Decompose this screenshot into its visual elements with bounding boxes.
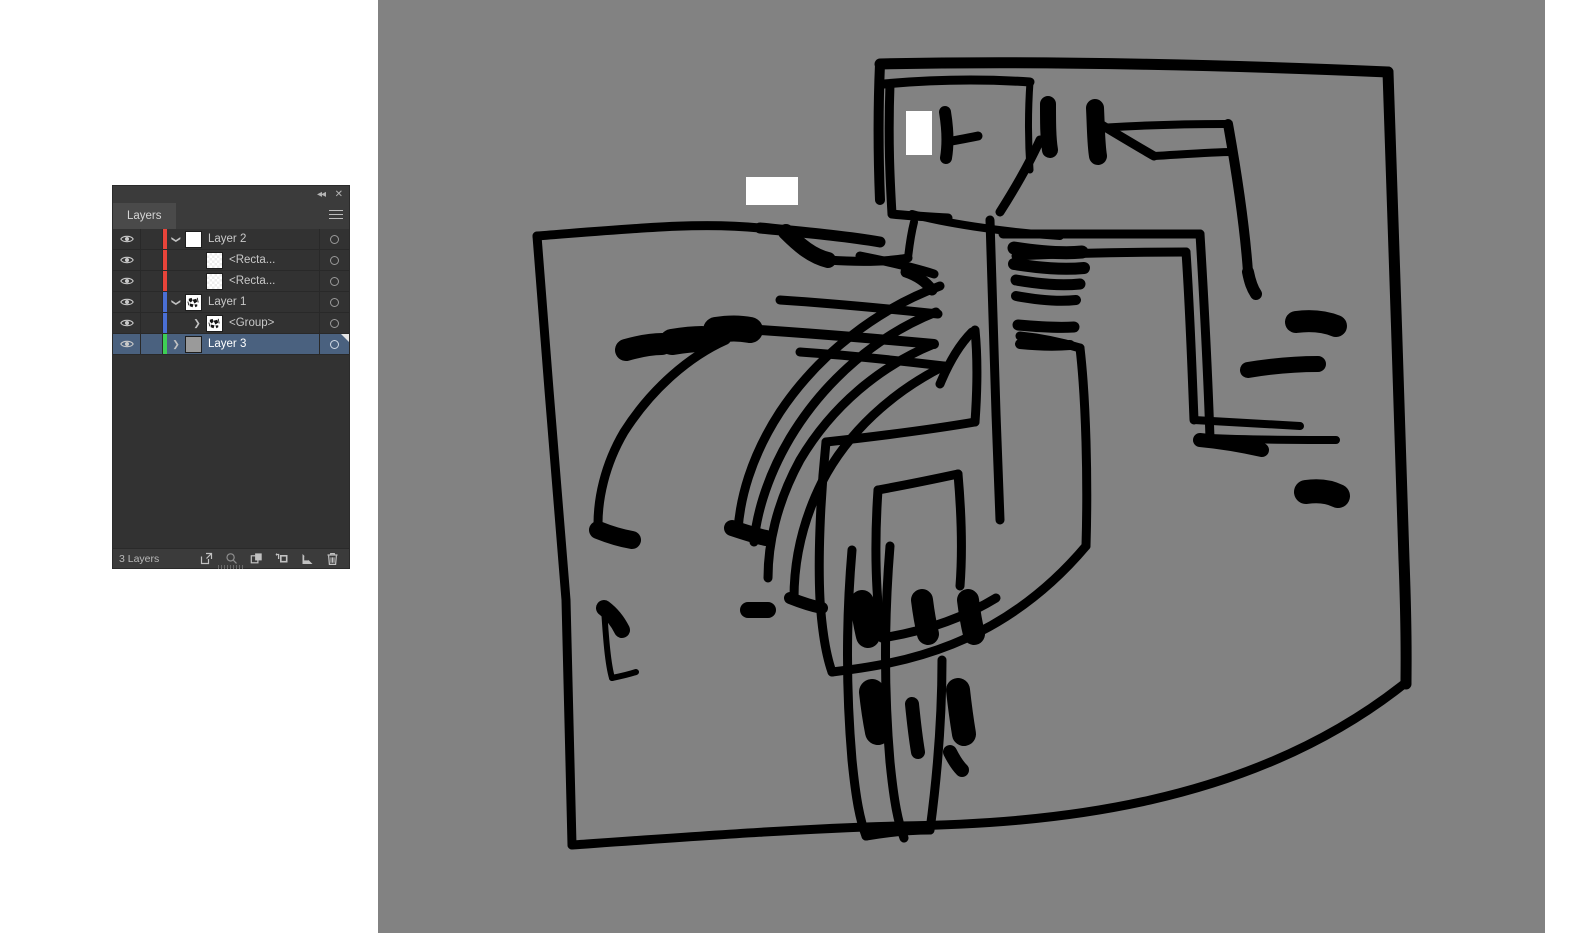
make-clipping-mask-icon[interactable] (250, 552, 263, 565)
visibility-toggle[interactable] (113, 313, 141, 333)
lock-toggle[interactable] (141, 313, 163, 333)
layer-row[interactable]: ❯ Layer 1 (113, 292, 349, 313)
eye-icon (119, 255, 134, 265)
eye-icon (119, 318, 134, 328)
target-circle-icon (330, 297, 339, 307)
tab-layers-label: Layers (127, 210, 162, 222)
panel-resize-grip[interactable] (218, 565, 244, 569)
chevron-right-icon[interactable]: ❯ (172, 338, 180, 349)
layer-thumbnail (185, 335, 202, 353)
layer-name-label[interactable]: <Recta... (229, 275, 276, 287)
artboard-canvas[interactable] (378, 0, 1545, 933)
visibility-toggle[interactable] (113, 334, 141, 354)
panel-tabbar[interactable]: Layers (113, 203, 349, 229)
chevron-right-icon[interactable]: ❯ (193, 317, 201, 328)
visibility-toggle[interactable] (113, 271, 141, 291)
layer-row-content[interactable]: ❯<Recta... (167, 271, 319, 291)
layer-name-label[interactable]: Layer 1 (208, 296, 247, 308)
eye-icon (119, 234, 134, 244)
target-circle-icon (330, 255, 339, 265)
layer-color-swatch (163, 334, 167, 354)
lock-toggle[interactable] (141, 229, 163, 249)
layer-color-swatch (163, 250, 167, 270)
lock-toggle[interactable] (141, 334, 163, 354)
visibility-toggle[interactable] (113, 292, 141, 312)
target-circle-icon (330, 234, 339, 244)
artwork-drawing (532, 57, 1412, 850)
lock-toggle[interactable] (141, 292, 163, 312)
hamburger-menu-icon[interactable] (329, 210, 343, 221)
chevron-down-icon[interactable]: ❯ (171, 235, 182, 243)
layers-panel-footer: 3 Layers (113, 548, 349, 569)
layer-target-indicator[interactable] (319, 229, 349, 249)
target-circle-icon (330, 339, 339, 349)
layer-thumbnail (206, 251, 223, 269)
target-circle-icon (330, 318, 339, 328)
visibility-toggle[interactable] (113, 229, 141, 249)
layer-name-label[interactable]: Layer 2 (208, 233, 247, 245)
layer-row-content[interactable]: ❯<Recta... (167, 250, 319, 270)
selection-corner-indicator (341, 334, 349, 342)
layer-name-label[interactable]: Layer 3 (208, 338, 247, 350)
create-new-sublayer-icon[interactable] (275, 552, 289, 565)
footer-icon-group (200, 552, 349, 566)
eye-icon (119, 297, 134, 307)
layer-count-label: 3 Layers (119, 552, 160, 565)
close-panel-icon[interactable]: ✕ (334, 189, 343, 200)
locate-object-icon[interactable] (200, 552, 213, 565)
layer-color-swatch (163, 229, 167, 249)
layer-row-content[interactable]: ❯ Layer 1 (167, 292, 319, 312)
tab-layers[interactable]: Layers (113, 203, 176, 229)
layer-name-label[interactable]: <Recta... (229, 254, 276, 266)
layers-list[interactable]: ❯Layer 2❯<Recta...❯<Recta...❯Layer 1❯<Gr… (113, 229, 349, 548)
layer-row-content[interactable]: ❯ <Group> (167, 313, 319, 333)
eye-icon (119, 339, 134, 349)
layer-target-indicator[interactable] (319, 271, 349, 291)
layer-target-indicator[interactable] (319, 250, 349, 270)
layer-target-indicator[interactable] (319, 292, 349, 312)
white-rectangle-1 (746, 177, 798, 205)
panel-titlebar[interactable]: ◂◂ ✕ (113, 186, 349, 203)
layer-thumbnail (206, 314, 223, 332)
create-new-layer-icon[interactable] (301, 552, 314, 565)
layer-thumbnail (185, 293, 202, 311)
ink-strokes (532, 57, 1412, 850)
layer-color-swatch (163, 313, 167, 333)
layer-row[interactable]: ❯ <Group> (113, 313, 349, 334)
layer-row[interactable]: ❯ Layer 2 (113, 229, 349, 250)
layer-row-content[interactable]: ❯ Layer 3 (167, 334, 319, 354)
visibility-toggle[interactable] (113, 250, 141, 270)
white-rectangle-2 (906, 111, 932, 155)
lock-toggle[interactable] (141, 250, 163, 270)
layer-row[interactable]: ❯<Recta... (113, 271, 349, 292)
delete-selection-icon[interactable] (326, 552, 339, 566)
target-circle-icon (330, 276, 339, 286)
layer-row-content[interactable]: ❯ Layer 2 (167, 229, 319, 249)
layer-thumbnail (206, 272, 223, 290)
layer-row[interactable]: ❯ Layer 3 (113, 334, 349, 355)
lock-toggle[interactable] (141, 271, 163, 291)
layer-target-indicator[interactable] (319, 313, 349, 333)
layer-row[interactable]: ❯<Recta... (113, 250, 349, 271)
eye-icon (119, 276, 134, 286)
layer-name-label[interactable]: <Group> (229, 317, 275, 329)
layers-panel[interactable]: ◂◂ ✕ Layers ❯Layer 2❯<Recta...❯<Recta...… (112, 185, 350, 569)
chevron-down-icon[interactable]: ❯ (171, 298, 182, 306)
collapse-panel-icon[interactable]: ◂◂ (316, 189, 326, 200)
layer-target-indicator[interactable] (319, 334, 349, 354)
search-icon[interactable] (225, 552, 238, 565)
layer-color-swatch (163, 271, 167, 291)
layer-thumbnail (185, 230, 202, 248)
layer-color-swatch (163, 292, 167, 312)
